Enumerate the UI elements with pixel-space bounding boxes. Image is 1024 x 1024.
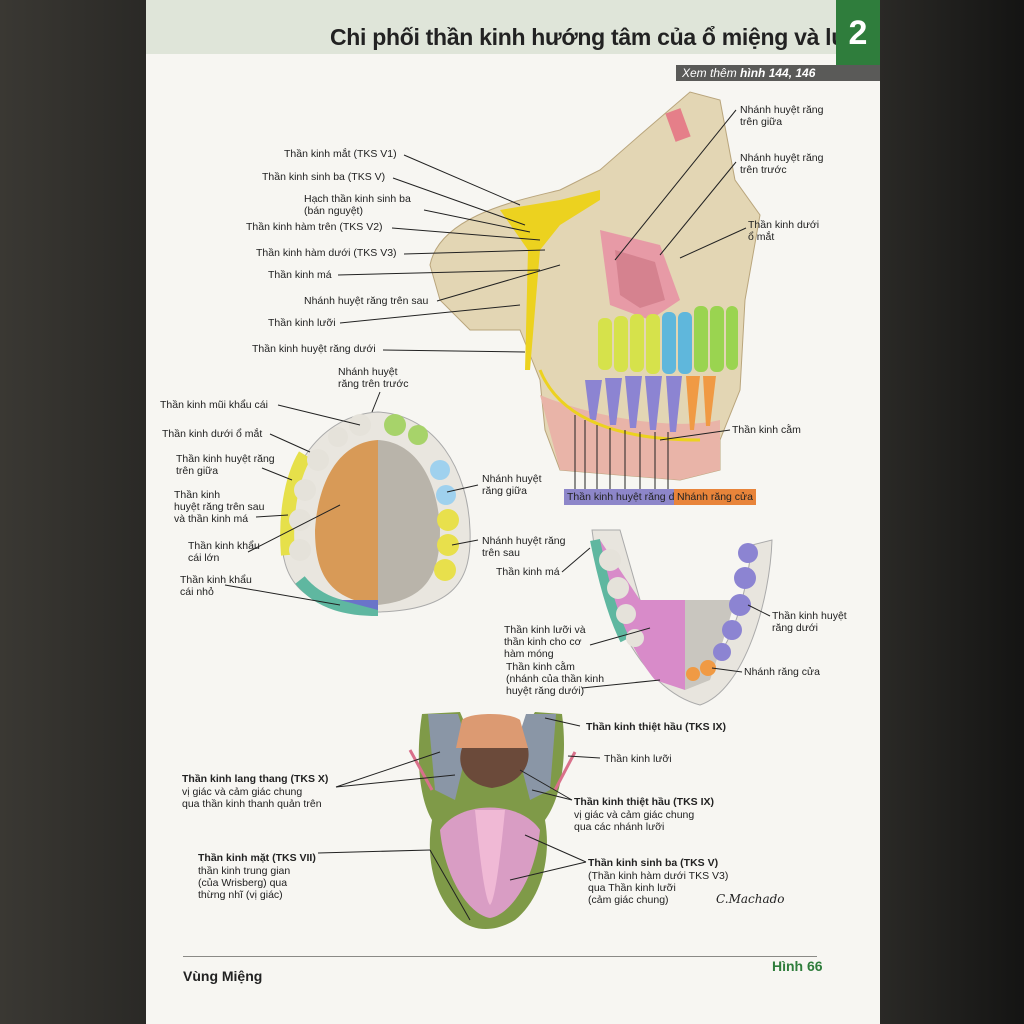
label-middle-alveolar-branch: Nhánh huyệt răng giữa — [482, 473, 542, 497]
label-facial-desc: thần kinh trung gian (của Wrisberg) qua … — [198, 865, 291, 901]
tongue-illustration — [408, 712, 577, 929]
legend-inferior-alveolar: Thần kinh huyệt răng dưới — [564, 489, 694, 505]
label-posterior-superior-alveolar-branch: Nhánh huyệt răng trên sau — [482, 535, 566, 559]
label-anterior-superior-alveolar: Nhánh huyệt răng trên trước — [740, 152, 824, 176]
label-trigeminal-ganglion: Hạch thần kinh sinh ba (bán nguyệt) — [304, 193, 411, 217]
see-also-refs: hình 144, 146 — [740, 66, 816, 80]
label-lesser-palatine-nerve: Thần kinh khẩu cái nhỏ — [180, 574, 252, 598]
artist-signature: C.Machado — [716, 892, 785, 906]
label-mandibular-nerve: Thần kinh hàm dưới (TKS V3) — [256, 247, 397, 259]
label-buccal-nerve-mandible: Thần kinh má — [496, 566, 560, 578]
label-ophthalmic-nerve: Thần kinh mắt (TKS V1) — [284, 148, 397, 160]
label-middle-superior-alveolar: Nhánh huyệt răng trên giữa — [740, 104, 824, 128]
label-mental-nerve: Thần kinh cằm — [732, 424, 801, 436]
label-vagus-desc: vị giác và cảm giác chung qua thần kinh … — [182, 786, 322, 810]
label-inferior-alveolar-mandible: Thần kinh huyệt răng dưới — [772, 610, 847, 634]
header-band — [146, 0, 836, 54]
label-trigeminal-title: Thần kinh sinh ba (TKS V) — [588, 857, 719, 869]
label-mental-branch: Thần kinh cằm (nhánh của thần kinh huyệt… — [506, 661, 605, 697]
label-glossopharyngeal-top: Thần kinh thiệt hầu (TKS IX) — [586, 721, 726, 733]
see-also-bar: Xem thêm hình 144, 146 — [676, 65, 880, 81]
footer-divider — [183, 956, 817, 957]
label-glossopharyngeal-desc: vị giác và cảm giác chung qua các nhánh … — [574, 809, 695, 833]
label-anterior-superior-alveolar-branch: Nhánh huyệt răng trên trước — [338, 366, 409, 390]
label-glossopharyngeal-title: Thần kinh thiệt hầu (TKS IX) — [574, 796, 714, 808]
lower-teeth — [585, 376, 716, 432]
upper-teeth — [598, 306, 738, 374]
legend-incisive-branch: Nhánh răng cửa — [674, 489, 756, 505]
label-nasopalatine-nerve: Thần kinh mũi khẩu cái — [160, 399, 268, 411]
label-infraorbital-nerve-palate: Thần kinh dưới ổ mắt — [162, 428, 263, 440]
footer-figure-number: Hình 66 — [772, 958, 823, 974]
page-title: Chi phối thần kinh hướng tâm của ổ miệng… — [330, 24, 870, 50]
label-posterior-superior-alveolar-buccal: Thần kinh huyệt răng trên sau và thần ki… — [174, 489, 265, 525]
label-posterior-superior-alveolar: Nhánh huyệt răng trên sau — [304, 295, 429, 307]
label-lingual-mylohyoid: Thần kinh lưỡi và thần kinh cho cơ hàm m… — [504, 624, 586, 660]
see-also-prefix: Xem thêm — [682, 66, 741, 80]
label-maxillary-nerve: Thần kinh hàm trên (TKS V2) — [246, 221, 383, 233]
page-shadow-left — [0, 0, 146, 1024]
label-middle-superior-alveolar-nerve: Thần kinh huyệt răng trên giữa — [176, 453, 275, 477]
chapter-number: 2 — [836, 0, 880, 66]
label-lingual-nerve: Thần kinh lưỡi — [268, 317, 336, 329]
label-facial-title: Thần kinh mặt (TKS VII) — [198, 852, 316, 864]
skull-illustration — [429, 91, 761, 481]
label-infraorbital-nerve: Thần kinh dưới ổ mắt — [748, 219, 820, 243]
label-vagus-title: Thần kinh lang thang (TKS X) — [182, 773, 329, 785]
label-greater-palatine-nerve: Thần kinh khẩu cái lớn — [188, 540, 260, 564]
leader-lines — [224, 109, 771, 921]
label-trigeminal-desc: (Thần kinh hàm dưới TKS V3) qua Thần kin… — [588, 870, 729, 906]
label-lingual-tongue: Thần kinh lưỡi — [604, 753, 672, 765]
label-incisive-branch-mandible: Nhánh răng cửa — [744, 666, 820, 678]
mandible-illustration — [590, 529, 773, 706]
label-inferior-alveolar-nerve: Thần kinh huyệt răng dưới — [252, 343, 376, 355]
label-buccal-nerve: Thần kinh má — [268, 269, 332, 281]
palate-illustration — [280, 411, 471, 616]
label-trigeminal-nerve: Thần kinh sinh ba (TKS V) — [262, 171, 386, 183]
footer-section: Vùng Miệng — [183, 968, 263, 984]
page-shadow-right — [880, 0, 1024, 1024]
